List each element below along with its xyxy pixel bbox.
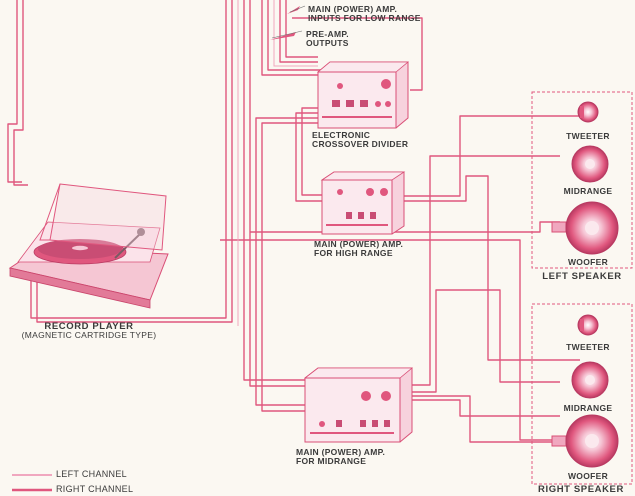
crossover-label: ELECTRONIC CROSSOVER DIVIDER [312,131,408,149]
left-speaker-enclosure [531,91,633,269]
left-speaker-label: LEFT SPEAKER [542,271,622,282]
right-woofer-label: WOOFER [567,471,609,481]
right-tweeter [577,314,599,336]
left-midrange-label: MIDRANGE [563,186,613,196]
preamp-outputs-label: PRE-AMP. OUTPUTS [306,30,349,48]
record-player [8,183,169,309]
left-tweeter [577,101,599,123]
legend-left-channel: LEFT CHANNEL [56,469,127,479]
main-amp-low-label: MAIN (POWER) AMP. INPUTS FOR LOW RANGE [308,5,421,23]
legend-right-channel: RIGHT CHANNEL [56,484,134,494]
high-amp-line2: FOR HIGH RANGE [314,248,393,258]
left-woofer-label: WOOFER [567,257,609,267]
right-speaker-enclosure [531,303,633,485]
crossover-line2: CROSSOVER DIVIDER [312,139,409,149]
preamp-line1: PRE-AMP. [306,29,349,39]
right-midrange [571,361,609,399]
right-midrange-label: MIDRANGE [563,403,613,413]
right-speaker-label: RIGHT SPEAKER [538,484,624,495]
main-power-amp-high-range [320,171,406,235]
record-player-line2: (MAGNETIC CARTRIDGE TYPE) [21,330,157,340]
mid-amp-label: MAIN (POWER) AMP. FOR MIDRANGE [296,448,385,466]
mid-amp-line1: MAIN (POWER) AMP. [296,447,386,457]
main-amp-low-line2: INPUTS FOR LOW RANGE [308,13,421,23]
high-amp-label: MAIN (POWER) AMP. FOR HIGH RANGE [314,240,403,258]
high-amp-line1: MAIN (POWER) AMP. [314,239,404,249]
main-amp-low-line1: MAIN (POWER) AMP. [308,4,398,14]
record-player-label: RECORD PLAYER (MAGNETIC CARTRIDGE TYPE) [14,322,164,340]
left-tweeter-label: TWEETER [566,131,610,141]
wiring [7,0,580,443]
record-player-line1: RECORD PLAYER [44,321,134,332]
crossover-line1: ELECTRONIC [312,130,371,140]
right-woofer [551,414,619,468]
right-tweeter-label: TWEETER [566,342,610,352]
left-woofer [551,201,619,255]
left-midrange [571,145,609,183]
electronic-crossover-divider [316,61,410,129]
preamp-line2: OUTPUTS [306,38,349,48]
mid-amp-line2: FOR MIDRANGE [296,456,367,466]
main-power-amp-midrange [303,367,414,443]
